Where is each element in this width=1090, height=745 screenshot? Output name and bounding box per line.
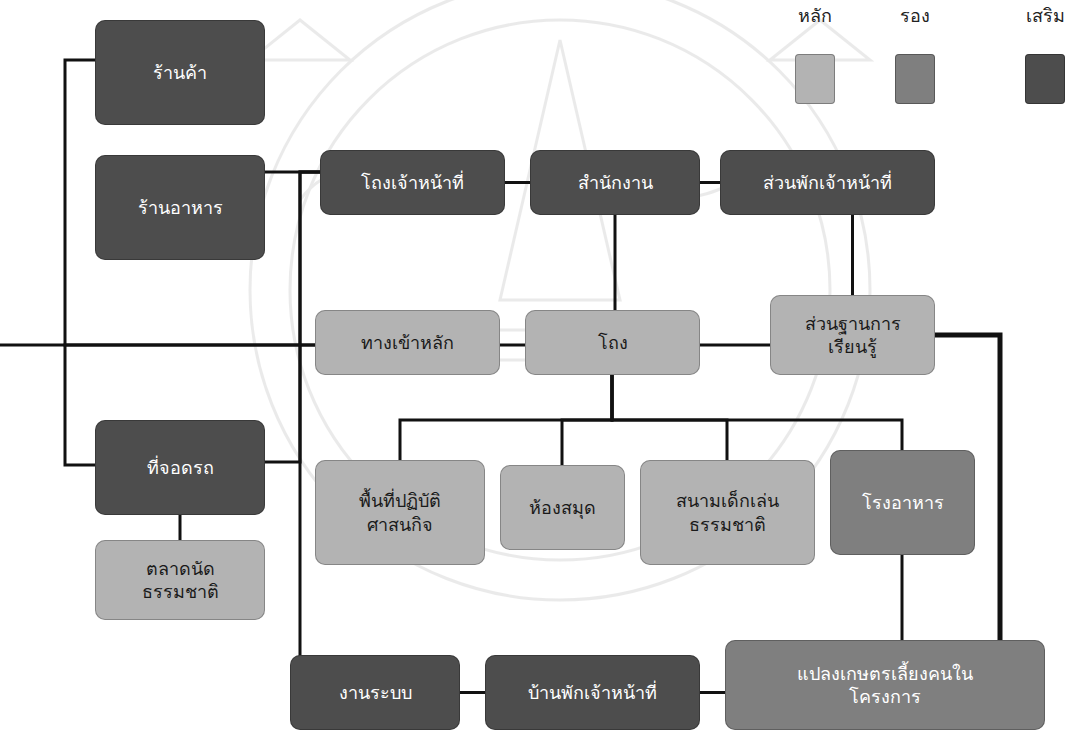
- connector: [300, 172, 320, 655]
- box-label: โถงเจ้าหน้าที่: [361, 171, 464, 194]
- connector: [400, 375, 612, 460]
- function-box: ทางเข้าหลัก: [315, 310, 500, 375]
- connector: [851, 215, 854, 295]
- function-box: สำนักงาน: [530, 150, 700, 215]
- box-label: ร้านค้า: [153, 61, 207, 84]
- function-box: ร้านอาหาร: [95, 155, 265, 260]
- legend-swatch: [895, 54, 935, 104]
- box-label: ห้องสมุด: [529, 496, 596, 519]
- legend-item: หลัก: [775, 4, 855, 27]
- box-label: บ้านพักเจ้าหน้าที่: [528, 681, 657, 704]
- connector: [265, 172, 320, 462]
- function-box: ห้องสมุด: [500, 465, 625, 550]
- box-label: ทางเข้าหลัก: [361, 331, 454, 354]
- legend-item: รอง: [875, 4, 955, 27]
- function-box: โรงอาหาร: [830, 450, 975, 555]
- function-box: ร้านค้า: [95, 20, 265, 125]
- connector: [505, 181, 530, 184]
- legend-item: เสริม: [1005, 4, 1085, 27]
- box-label: ที่จอดรถ: [147, 456, 214, 479]
- entry-line: [0, 344, 66, 347]
- function-box: พื้นที่ปฏิบัติ ศาสนกิจ: [315, 460, 485, 565]
- function-box: สนามเด็กเล่น ธรรมชาติ: [640, 460, 815, 565]
- box-label: ตลาดนัด ธรรมชาติ: [142, 557, 219, 604]
- connector: [614, 215, 617, 310]
- function-box: โถงเจ้าหน้าที่: [320, 150, 505, 215]
- function-box: ที่จอดรถ: [95, 420, 265, 515]
- box-label: ส่วนพักเจ้าหน้าที่: [763, 171, 892, 194]
- function-box: ส่วนฐานการ เรียนรู้: [770, 295, 935, 375]
- connector: [500, 344, 525, 347]
- connector: [700, 691, 725, 694]
- box-label: สำนักงาน: [578, 171, 653, 194]
- legend-label: รอง: [875, 4, 955, 27]
- connector: [700, 344, 770, 347]
- connector: [179, 515, 182, 540]
- function-box: โถง: [525, 310, 700, 375]
- box-label: สนามเด็กเล่น ธรรมชาติ: [676, 489, 779, 536]
- connector: [700, 181, 720, 184]
- box-label: งานระบบ: [339, 681, 412, 704]
- box-label: โรงอาหาร: [862, 491, 944, 514]
- connector: [460, 691, 485, 694]
- legend-label: หลัก: [775, 4, 855, 27]
- box-label: พื้นที่ปฏิบัติ ศาสนกิจ: [359, 489, 441, 536]
- connector: [612, 375, 902, 450]
- connector: [612, 375, 727, 460]
- function-box: แปลงเกษตรเลี้ยงคนใน โครงการ: [725, 640, 1045, 730]
- connector: [901, 555, 904, 640]
- box-label: โถง: [598, 331, 628, 354]
- box-label: ร้านอาหาร: [138, 196, 223, 219]
- legend-swatch: [795, 54, 835, 104]
- function-box: ส่วนพักเจ้าหน้าที่: [720, 150, 935, 215]
- box-label: แปลงเกษตรเลี้ยงคนใน โครงการ: [797, 662, 973, 709]
- function-box: บ้านพักเจ้าหน้าที่: [485, 655, 700, 730]
- function-box: ตลาดนัด ธรรมชาติ: [95, 540, 265, 620]
- function-box: งานระบบ: [290, 655, 460, 730]
- legend-swatch: [1025, 54, 1065, 104]
- legend-label: เสริม: [1005, 4, 1085, 27]
- box-label: ส่วนฐานการ เรียนรู้: [805, 312, 901, 359]
- connector: [562, 375, 612, 465]
